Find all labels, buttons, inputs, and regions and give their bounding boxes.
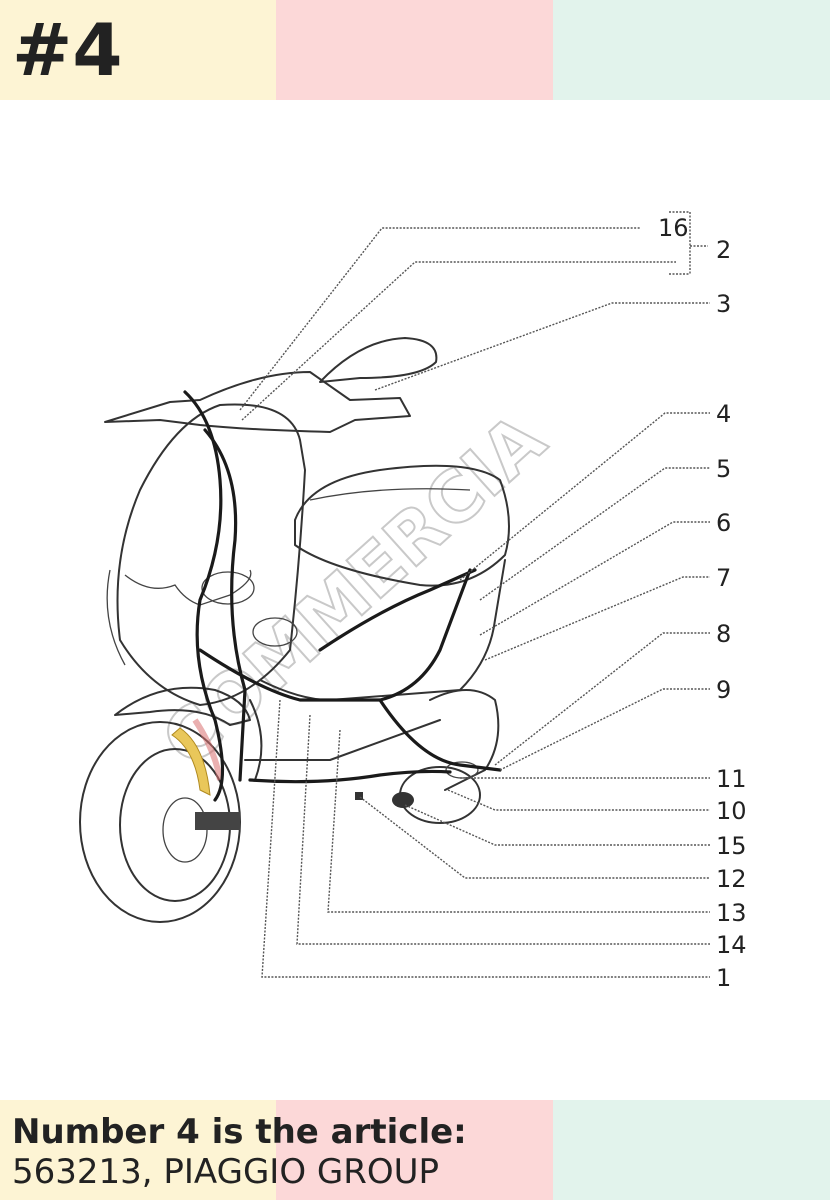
part-number-badge: #4 [12, 8, 123, 92]
callout-12: 12 [716, 865, 747, 893]
callout-labels: 16 2 3 4 5 6 7 8 9 11 10 15 12 13 14 1 [658, 214, 747, 992]
callout-6: 6 [716, 509, 731, 537]
callout-14: 14 [716, 931, 747, 959]
bottom-color-band [0, 1100, 830, 1200]
leader-lines [239, 211, 710, 978]
callout-7: 7 [716, 564, 731, 592]
callout-4: 4 [716, 400, 731, 428]
exploded-diagram: COMMERCIA [79, 211, 747, 992]
article-caption-title: Number 4 is the article: [12, 1112, 467, 1152]
callout-16: 16 [658, 214, 689, 242]
callout-13: 13 [716, 899, 747, 927]
callout-1: 1 [716, 964, 731, 992]
article-number: 563213, PIAGGIO GROUP [12, 1152, 440, 1192]
callout-11: 11 [716, 765, 747, 793]
callout-10: 10 [716, 797, 747, 825]
bottom-band-yellow [0, 1100, 276, 1200]
top-color-band [0, 0, 830, 100]
top-band-mint [553, 0, 830, 100]
top-band-pink [276, 0, 553, 100]
bottom-band-mint [553, 1100, 830, 1200]
callout-5: 5 [716, 455, 731, 483]
top-band-yellow [0, 0, 276, 100]
callout-2: 2 [716, 236, 731, 264]
callout-15: 15 [716, 832, 747, 860]
scooter-illustration [79, 337, 510, 923]
callout-3: 3 [716, 290, 731, 318]
bottom-band-pink [276, 1100, 553, 1200]
callout-9: 9 [716, 676, 731, 704]
callout-8: 8 [716, 620, 731, 648]
